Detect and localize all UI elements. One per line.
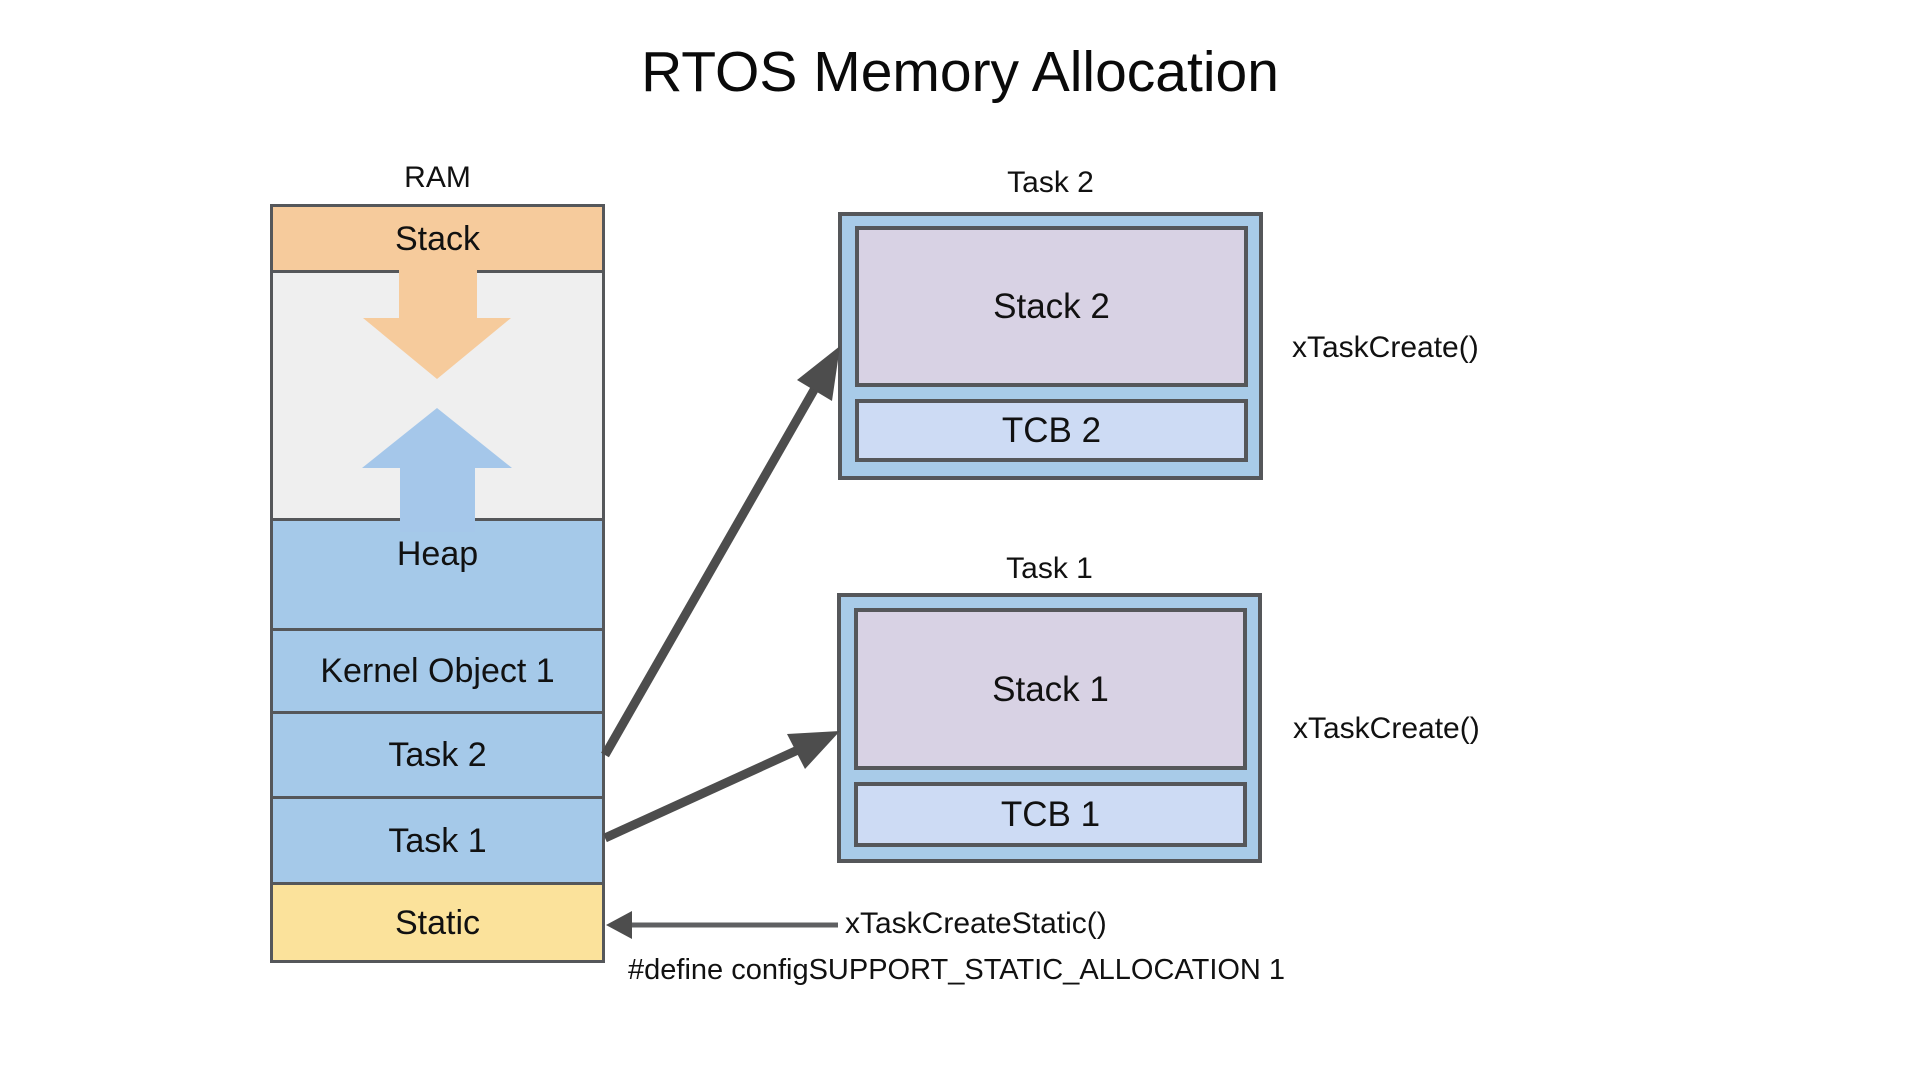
task1-box-title: Task 1 xyxy=(1006,552,1093,585)
task2-box-title: Task 2 xyxy=(1007,166,1094,199)
task2-tcb-block: TCB 2 xyxy=(855,399,1248,462)
ram-segment-task2: Task 2 xyxy=(273,711,602,796)
ram-segment-stack-label: Stack xyxy=(394,219,481,258)
task1-box: Stack 1 TCB 1 xyxy=(837,593,1262,863)
task2-box: Stack 2 TCB 2 xyxy=(838,212,1263,480)
static-allocation-arrow-icon xyxy=(606,911,838,939)
task2-allocation-arrow-icon xyxy=(601,346,840,758)
task1-allocation-arrow-icon xyxy=(603,731,840,843)
ram-column-label: RAM xyxy=(404,161,471,194)
ram-segment-kernel-object: Kernel Object 1 xyxy=(273,628,602,711)
ram-segment-static-label: Static xyxy=(394,903,481,942)
task1-tcb-block: TCB 1 xyxy=(854,782,1247,847)
ram-segment-task1-label: Task 1 xyxy=(388,821,487,860)
ram-segment-static: Static xyxy=(273,882,602,960)
ram-segment-task2-label: Task 2 xyxy=(388,736,487,774)
ram-segment-kernel-object-label: Kernel Object 1 xyxy=(320,652,555,690)
task2-stack-block: Stack 2 xyxy=(855,226,1248,387)
ram-segment-heap-label: Heap xyxy=(396,535,479,573)
task2-tcb-label: TCB 2 xyxy=(1001,411,1102,450)
task1-api-call-label: xTaskCreate() xyxy=(1293,712,1480,745)
ram-segment-task1: Task 1 xyxy=(273,796,602,882)
diagram-title: RTOS Memory Allocation xyxy=(641,40,1279,104)
task1-tcb-label: TCB 1 xyxy=(1000,795,1101,834)
task2-stack-label: Stack 2 xyxy=(993,287,1110,326)
ram-segment-heap: Heap xyxy=(273,518,602,628)
task2-api-call-label: xTaskCreate() xyxy=(1292,331,1479,364)
ram-segment-free-gap xyxy=(273,270,602,518)
static-api-call-label: xTaskCreateStatic() xyxy=(845,907,1107,940)
task1-stack-label: Stack 1 xyxy=(992,669,1109,709)
config-define-label: #define configSUPPORT_STATIC_ALLOCATION … xyxy=(628,954,1286,986)
ram-memory-column: Stack Heap Kernel Object 1 Task 2 Task 1… xyxy=(270,204,605,963)
task1-stack-block: Stack 1 xyxy=(854,608,1247,770)
ram-segment-stack: Stack xyxy=(273,207,602,270)
